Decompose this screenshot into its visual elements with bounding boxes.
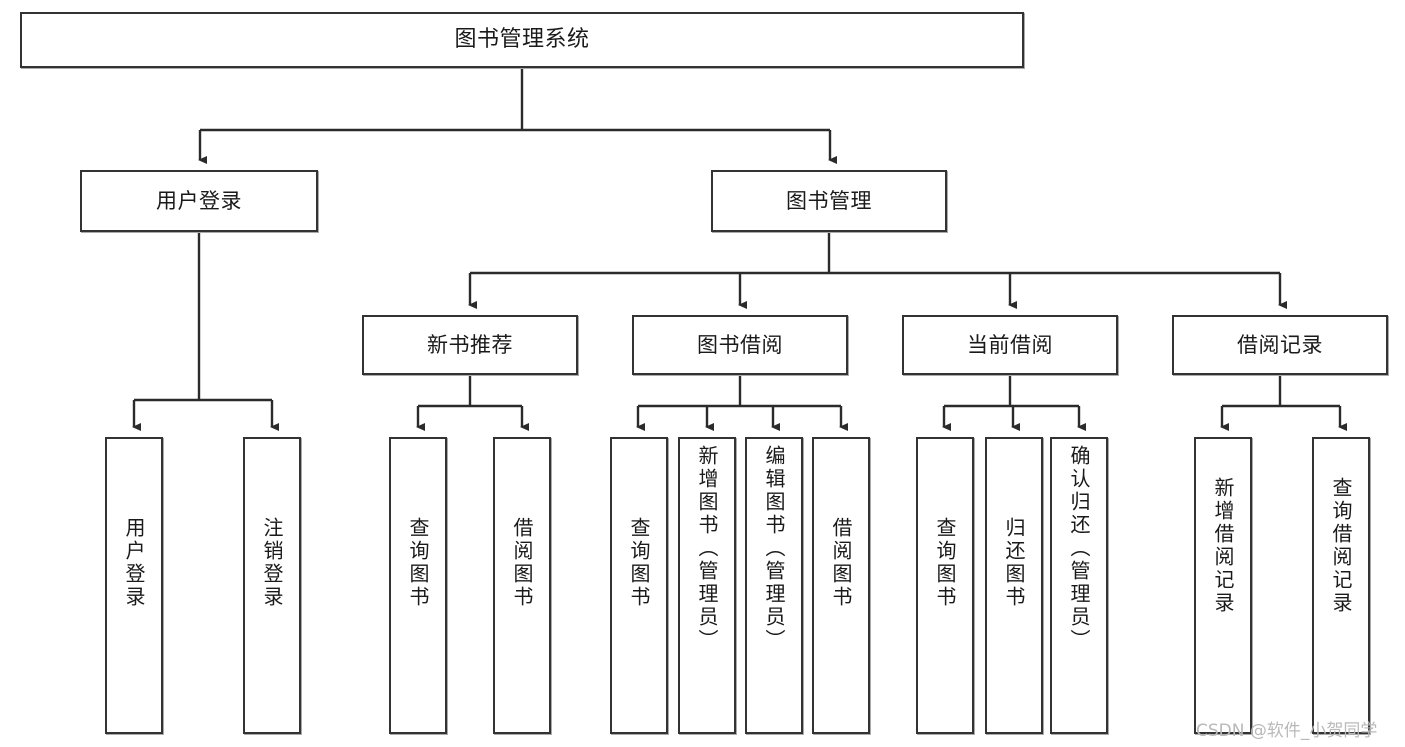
node-book-borrow[interactable]: 图书借阅	[632, 315, 848, 375]
node-borrow-record[interactable]: 借阅记录	[1172, 315, 1388, 375]
leaf-borrow-edit-book-admin[interactable]: 编辑图书（管理员）	[745, 437, 803, 734]
node-label: 查询图书	[627, 517, 651, 609]
node-label: 查询借阅记录	[1329, 477, 1353, 615]
node-book-management[interactable]: 图书管理	[711, 170, 947, 232]
leaf-recommend-query-book[interactable]: 查询图书	[389, 437, 447, 734]
csdn-watermark: CSDN @软件_小贺同学	[1196, 721, 1378, 741]
node-label: 图书借阅	[697, 332, 783, 357]
node-label: 查询图书	[933, 517, 957, 609]
node-label: 确认归还（管理员）	[1067, 445, 1091, 652]
node-label: 新书推荐	[427, 332, 513, 357]
leaf-user-login-logout[interactable]: 注销登录	[243, 437, 301, 734]
leaf-borrow-borrow-book[interactable]: 借阅图书	[812, 437, 870, 734]
node-label: 图书管理系统	[454, 27, 590, 53]
node-label: 新增借阅记录	[1211, 477, 1235, 615]
node-user-login[interactable]: 用户登录	[80, 170, 318, 232]
node-label: 借阅记录	[1237, 332, 1323, 357]
node-label: 新增图书（管理员）	[695, 445, 719, 652]
node-label: 归还图书	[1002, 517, 1026, 609]
node-label: 编辑图书（管理员）	[762, 445, 786, 652]
node-label: 查询图书	[406, 517, 430, 609]
leaf-current-confirm-return-admin[interactable]: 确认归还（管理员）	[1050, 437, 1108, 734]
node-label: 借阅图书	[829, 517, 853, 609]
node-label: 借阅图书	[510, 517, 534, 609]
node-new-book-recommend[interactable]: 新书推荐	[362, 315, 578, 375]
leaf-borrow-query-book[interactable]: 查询图书	[610, 437, 668, 734]
leaf-recommend-borrow-book[interactable]: 借阅图书	[493, 437, 551, 734]
leaf-current-query-book[interactable]: 查询图书	[916, 437, 974, 734]
node-root-system[interactable]: 图书管理系统	[20, 12, 1024, 68]
node-label: 用户登录	[122, 517, 146, 609]
leaf-record-query-record[interactable]: 查询借阅记录	[1312, 437, 1370, 734]
node-current-borrow[interactable]: 当前借阅	[902, 315, 1118, 375]
node-label: 图书管理	[786, 188, 872, 213]
leaf-borrow-add-book-admin[interactable]: 新增图书（管理员）	[678, 437, 736, 734]
node-label: 当前借阅	[967, 332, 1053, 357]
leaf-record-add-record[interactable]: 新增借阅记录	[1194, 437, 1252, 734]
node-label: 用户登录	[156, 188, 242, 213]
leaf-user-login-login[interactable]: 用户登录	[105, 437, 163, 734]
node-label: 注销登录	[260, 517, 284, 609]
leaf-current-return-book[interactable]: 归还图书	[985, 437, 1043, 734]
